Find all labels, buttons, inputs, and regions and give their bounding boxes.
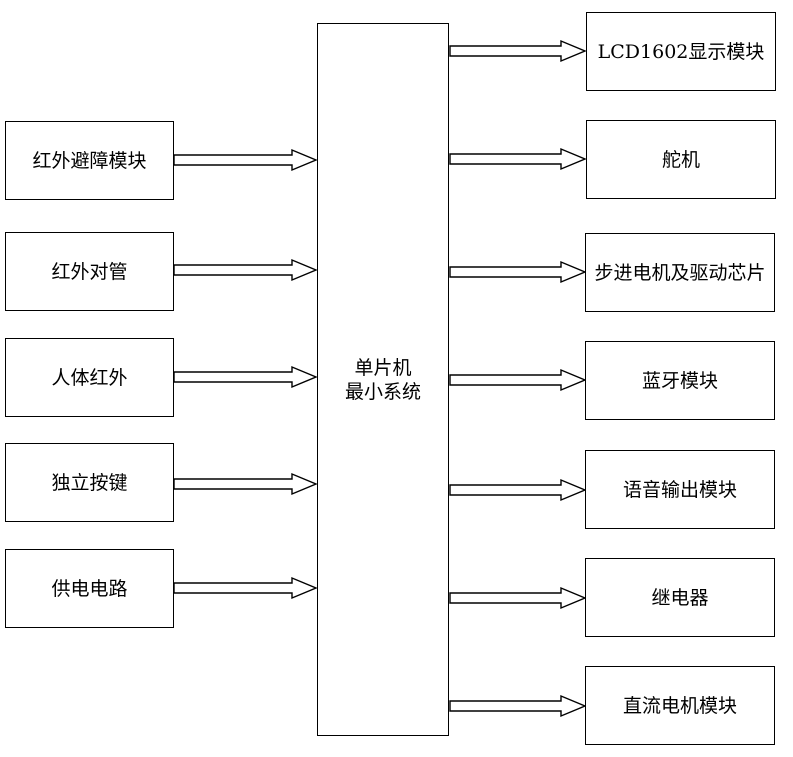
input-arrow-5	[173, 576, 318, 600]
input-module-ir-obstacle: 红外避障模块	[5, 121, 174, 200]
output-module-bluetooth: 蓝牙模块	[585, 341, 775, 420]
mcu-label-line1: 单片机	[354, 356, 412, 379]
output-arrow-7	[449, 694, 587, 718]
output-module-stepper: 步进电机及驱动芯片	[585, 233, 775, 312]
input-module-label: 供电电路	[51, 577, 128, 600]
output-module-label: 继电器	[651, 586, 709, 609]
input-module-label: 红外对管	[51, 260, 128, 283]
input-module-ir-pair: 红外对管	[5, 232, 174, 311]
output-module-voice: 语音输出模块	[585, 450, 775, 529]
input-module-label: 人体红外	[51, 366, 128, 389]
input-arrow-3	[173, 365, 318, 389]
input-module-keys: 独立按键	[5, 443, 174, 522]
input-module-label: 独立按键	[51, 471, 128, 494]
input-module-power: 供电电路	[5, 549, 174, 628]
output-module-lcd1602: LCD1602显示模块	[586, 12, 776, 91]
output-module-label: 舵机	[661, 148, 700, 171]
output-module-label: LCD1602显示模块	[597, 40, 765, 63]
output-arrow-2	[449, 147, 587, 171]
output-module-dc-motor: 直流电机模块	[585, 666, 775, 745]
output-arrow-6	[449, 586, 587, 610]
output-module-relay: 继电器	[585, 558, 775, 637]
input-module-label: 红外避障模块	[32, 149, 147, 172]
output-module-label: 语音输出模块	[622, 478, 737, 501]
mcu-minimum-system-block: 单片机 最小系统	[317, 23, 449, 736]
mcu-label-line2: 最小系统	[344, 380, 421, 403]
input-arrow-1	[173, 148, 318, 172]
output-module-label: 蓝牙模块	[641, 369, 718, 392]
input-arrow-2	[173, 258, 318, 282]
output-arrow-3	[449, 260, 587, 284]
output-arrow-4	[449, 368, 587, 392]
input-module-pir: 人体红外	[5, 338, 174, 417]
input-arrow-4	[173, 472, 318, 496]
output-arrow-1	[449, 39, 587, 63]
output-module-label: 步进电机及驱动芯片	[594, 261, 766, 284]
output-module-servo: 舵机	[586, 120, 776, 199]
output-module-label: 直流电机模块	[622, 694, 737, 717]
output-arrow-5	[449, 478, 587, 502]
